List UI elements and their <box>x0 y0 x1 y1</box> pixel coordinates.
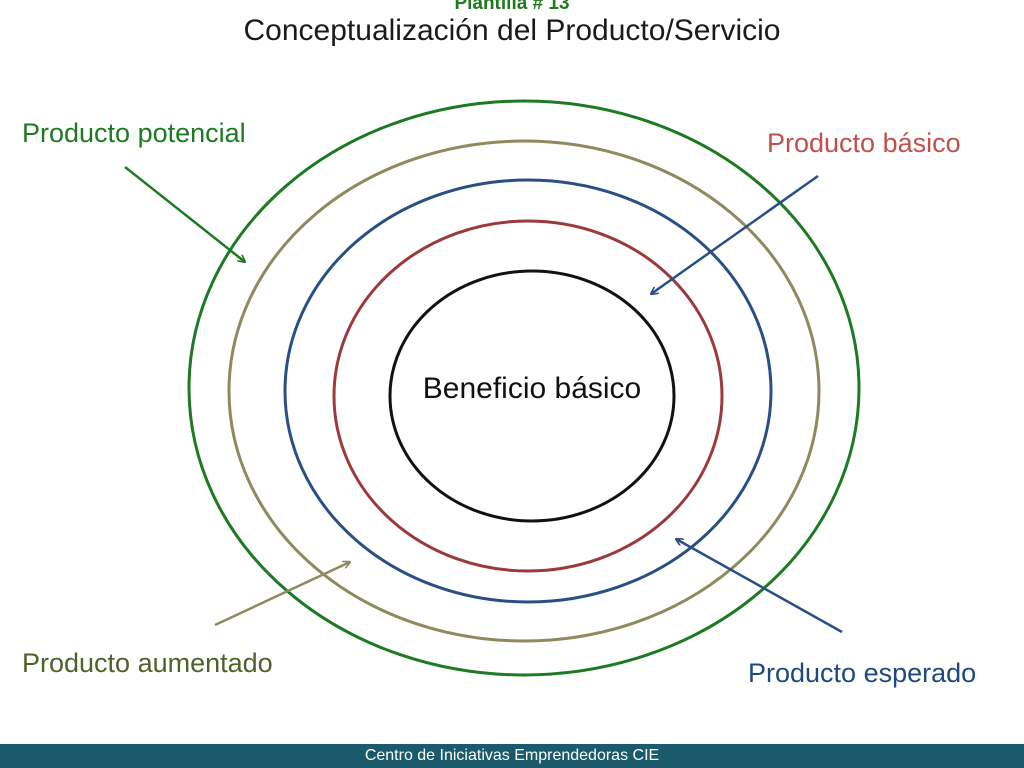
label-producto-potencial: Producto potencial <box>22 118 246 148</box>
label-producto-basico: Producto básico <box>767 128 961 158</box>
page-title: Conceptualización del Producto/Servicio <box>243 14 781 47</box>
center-label-beneficio-basico: Beneficio básico <box>422 372 642 405</box>
footer-text: Centro de Iniciativas Emprendedoras CIE <box>364 747 660 764</box>
label-producto-aumentado: Producto aumentado <box>22 648 273 678</box>
ring-producto-basico <box>332 219 724 573</box>
arrow-producto-basico <box>651 174 819 294</box>
ring-producto-aumentado <box>227 139 821 643</box>
ring-producto-esperado <box>283 178 773 604</box>
label-producto-esperado: Producto esperado <box>748 658 977 688</box>
footer-bar <box>0 744 1024 768</box>
arrow-producto-esperado <box>676 539 843 634</box>
arrow-producto-aumentado <box>214 562 350 627</box>
ring-producto-potencial <box>187 99 861 677</box>
arrow-producto-potencial <box>124 166 245 262</box>
ring-beneficio-basico <box>388 269 676 523</box>
template-number: Plantilla # 13 <box>454 0 570 14</box>
